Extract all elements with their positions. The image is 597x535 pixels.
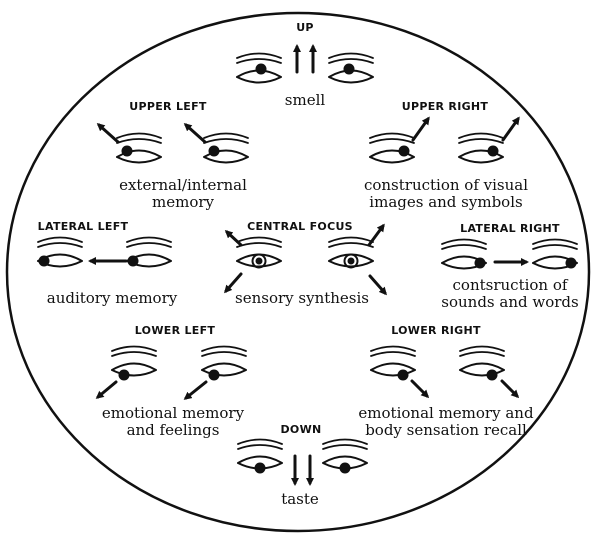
eye-lateral-left-1 — [38, 238, 82, 267]
caption-lower-left-1: emotional memory — [102, 404, 245, 422]
arrow-upper-left-1 — [99, 125, 118, 142]
caption-down: taste — [281, 490, 319, 508]
caption-upper-left-2: memory — [152, 193, 215, 211]
eye-upper-left-2 — [204, 134, 248, 163]
caption-lateral-right-2: sounds and words — [441, 293, 578, 311]
eye-lateral-left-2 — [127, 238, 171, 267]
caption-central-focus: sensory synthesis — [235, 289, 369, 307]
caption-lateral-left: auditory memory — [47, 289, 178, 307]
caption-upper-right-1: construction of visual — [364, 176, 528, 194]
eye-down-left — [238, 440, 282, 474]
label-lateral-left: LATERAL LEFT — [38, 220, 129, 233]
arrow-upper-right-1 — [413, 119, 428, 140]
caption-upper-right-2: images and symbols — [369, 193, 522, 211]
label-lateral-right: LATERAL RIGHT — [460, 222, 560, 235]
eye-lower-right-1 — [371, 347, 415, 381]
label-lower-right: LOWER RIGHT — [391, 324, 481, 337]
arrow-lower-right-1 — [412, 381, 427, 396]
label-up: UP — [296, 21, 314, 34]
label-upper-right: UPPER RIGHT — [402, 100, 489, 113]
caption-lower-right-1: emotional memory and — [358, 404, 534, 422]
eye-central-2 — [329, 238, 373, 268]
arrow-lower-right-2 — [502, 381, 517, 396]
label-lower-left: LOWER LEFT — [135, 324, 216, 337]
arrow-lower-left-1 — [98, 382, 116, 397]
label-central-focus: CENTRAL FOCUS — [247, 220, 353, 233]
caption-lower-right-2: body sensation recall — [365, 421, 527, 439]
arrow-upper-left-2 — [186, 125, 205, 142]
eye-lower-right-2 — [460, 347, 504, 381]
eye-up-left — [237, 54, 281, 83]
caption-lateral-right-1: contsruction of — [453, 276, 569, 294]
arrow-upper-right-2 — [503, 119, 518, 140]
arrow-central-up-right — [369, 226, 383, 245]
eye-lateral-right-2 — [533, 240, 577, 269]
caption-up: smell — [285, 91, 326, 109]
eye-down-right — [323, 440, 367, 474]
caption-upper-left-1: external/internal — [119, 176, 247, 194]
label-down: DOWN — [280, 423, 321, 436]
arrow-central-up-left — [227, 232, 241, 245]
label-upper-left: UPPER LEFT — [129, 100, 207, 113]
arrow-central-down-right — [370, 276, 385, 293]
eye-lateral-right-1 — [442, 240, 486, 269]
eye-upper-right-2 — [459, 134, 503, 163]
eye-upper-left-1 — [117, 134, 161, 163]
caption-lower-left-2: and feelings — [127, 421, 220, 439]
eye-lower-left-1 — [112, 347, 156, 381]
eye-up-right — [329, 54, 373, 83]
eye-upper-right-1 — [370, 134, 414, 163]
eye-central-1 — [237, 238, 281, 268]
eye-lower-left-2 — [202, 347, 246, 381]
arrow-lower-left-2 — [186, 382, 206, 398]
